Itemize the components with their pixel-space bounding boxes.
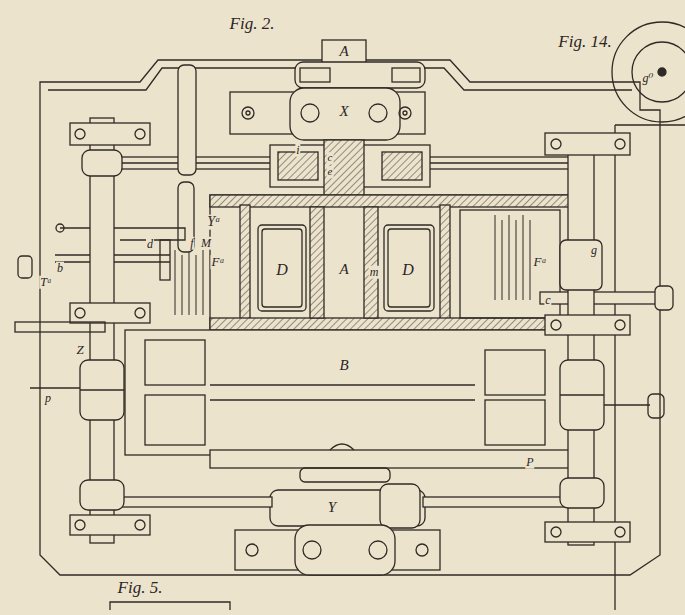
part-letter: M (200, 237, 212, 250)
part-letter: g (590, 244, 598, 257)
part-letter: f (189, 237, 194, 250)
part-letter: B (338, 358, 349, 374)
part-letter: c (327, 152, 334, 164)
part-letter: P (525, 456, 534, 469)
part-letter: p (44, 392, 52, 405)
part-letter: i (295, 144, 300, 157)
part-letter: D (275, 262, 289, 279)
part-letter: e (327, 166, 334, 178)
part-letter: Yᵃ (206, 215, 221, 230)
figure-title: Fig. 2. (228, 14, 277, 34)
part-letter: Z (75, 343, 84, 357)
part-letter: d (146, 238, 154, 251)
part-letter: Tᵃ (39, 276, 52, 289)
part-letter: Fᵃ (210, 255, 225, 269)
part-letter: Y (327, 500, 337, 516)
part-letter: A (338, 44, 349, 60)
part-letter: m (369, 266, 380, 279)
part-letter: Fig. 14. (557, 33, 612, 51)
part-letter: Fig. 5. (117, 579, 164, 597)
part-letter: b (56, 262, 64, 275)
part-letter: g⁰ (642, 72, 655, 85)
part-letter: Fᵃ (532, 255, 547, 269)
part-letter: X (338, 104, 349, 120)
part-letter: c (544, 294, 551, 307)
part-letter: A (338, 262, 349, 278)
part-letter: D (401, 262, 415, 279)
